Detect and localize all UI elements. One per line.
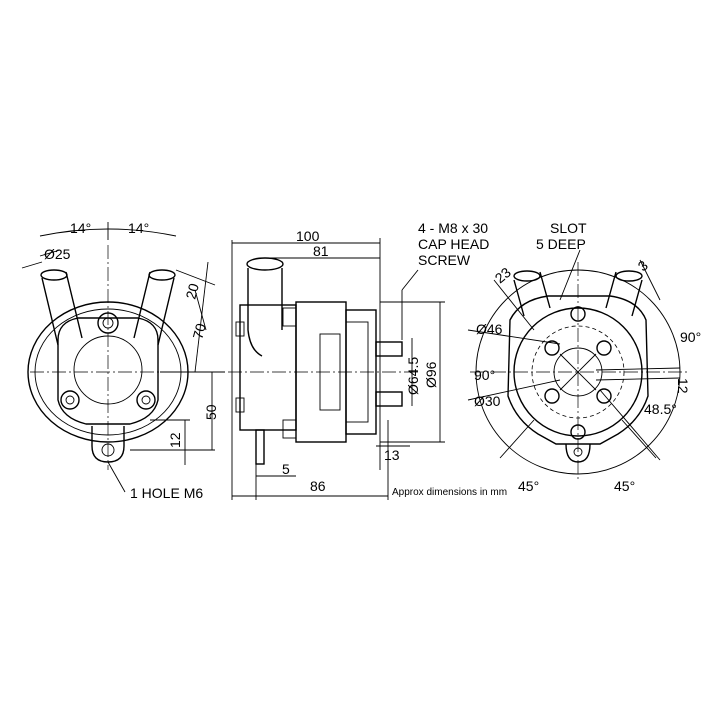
dim-label-5: 5	[282, 461, 290, 477]
dimension-labels: 14° 14° Ø25 20 70 50 12 1 HOLE M6 100 81…	[44, 220, 701, 501]
dim-label-13: 13	[384, 447, 400, 463]
dim-label-81: 81	[313, 243, 329, 259]
screw-note-line-1: 4 - M8 x 30	[418, 220, 488, 236]
screw-note-line-3: SCREW	[418, 252, 471, 268]
dim-label-12-right: 12	[675, 378, 691, 394]
diameter-label-64-5: Ø64.5	[405, 357, 421, 395]
inlet-diameter-label: Ø25	[44, 246, 71, 262]
angle-label-left-b: 14°	[128, 220, 149, 236]
angle-label-90-left: 90°	[474, 367, 495, 383]
screw-note-line-2: CAP HEAD	[418, 236, 489, 252]
slot-note-line-2: 5 DEEP	[536, 236, 586, 252]
hole-note: 1 HOLE M6	[130, 485, 203, 501]
angle-label-left-a: 14°	[70, 220, 91, 236]
angle-label-90-right: 90°	[680, 329, 701, 345]
slot-note-line-1: SLOT	[550, 220, 587, 236]
dim-label-12-left: 12	[167, 432, 183, 448]
dim-label-100: 100	[296, 228, 320, 244]
dim-label-20: 20	[182, 281, 202, 300]
side-view	[228, 238, 445, 500]
angle-label-45-right: 45°	[614, 478, 635, 494]
diameter-label-96: Ø96	[423, 361, 439, 388]
approx-dimensions-note: Approx dimensions in mm	[392, 487, 507, 498]
angle-label-45-left: 45°	[518, 478, 539, 494]
dim-label-86: 86	[310, 478, 326, 494]
front-view	[21, 222, 225, 493]
dim-label-23: 23	[492, 264, 514, 286]
diameter-label-46: Ø46	[476, 321, 503, 337]
angle-label-48-5: 48.5°	[644, 401, 677, 417]
dim-label-50: 50	[203, 404, 219, 420]
dim-label-70: 70	[189, 321, 209, 340]
rear-view	[467, 249, 690, 480]
diameter-label-30: Ø30	[474, 393, 501, 409]
